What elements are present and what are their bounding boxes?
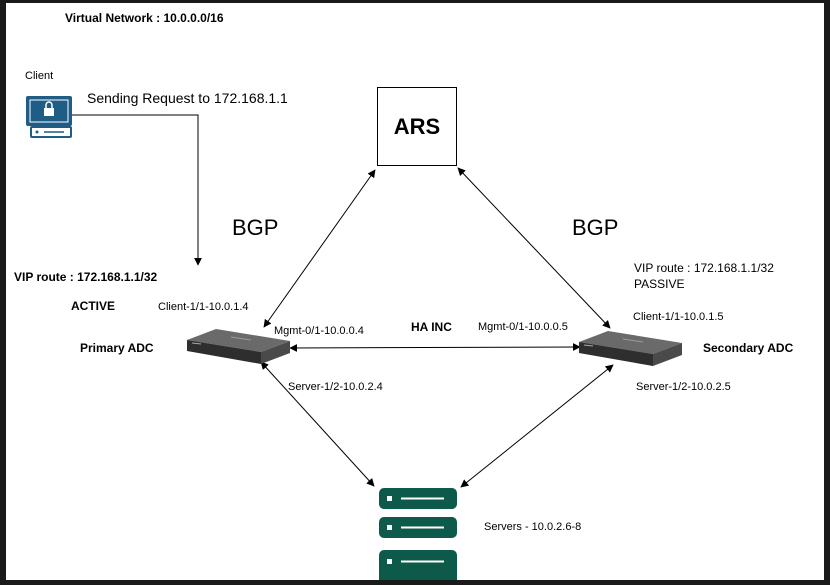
bgp-label-left: BGP	[232, 215, 279, 240]
secondary-state: PASSIVE	[634, 277, 685, 291]
secondary-vip-route: VIP route : 172.168.1.1/32	[634, 261, 774, 275]
server-link-primary	[260, 361, 375, 487]
client-request-arrow	[72, 114, 202, 266]
client-request-label: Sending Request to 172.168.1.1	[87, 90, 288, 106]
ha-label: HA INC	[411, 320, 452, 334]
primary-state: ACTIVE	[71, 299, 116, 313]
virtual-network-title: Virtual Network : 10.0.0.0/16	[65, 11, 224, 25]
ha-link	[289, 343, 581, 352]
server-stack-icon	[379, 488, 457, 580]
primary-server-if: Server-1/2-10.0.2.4	[288, 381, 383, 393]
bgp-link-primary	[263, 169, 376, 328]
secondary-client-if: Client-1/1-10.0.1.5	[633, 311, 724, 323]
secondary-adc-name: Secondary ADC	[703, 341, 794, 355]
ars-box: ARS	[377, 87, 457, 166]
computer-lock-icon	[26, 96, 72, 138]
primary-vip-route: VIP route : 172.168.1.1/32	[14, 270, 158, 284]
secondary-server-if: Server-1/2-10.0.2.5	[636, 381, 731, 393]
primary-mgmt-if: Mgmt-0/1-10.0.0.4	[274, 325, 364, 337]
primary-client-if: Client-1/1-10.0.1.4	[158, 301, 249, 313]
server-link-secondary	[460, 364, 614, 488]
diagram-canvas: Virtual Network : 10.0.0.0/16 Client Sen…	[6, 3, 824, 580]
secondary-adc-device	[579, 331, 682, 366]
primary-adc-device	[187, 329, 290, 364]
bgp-link-secondary	[457, 167, 611, 329]
secondary-mgmt-if: Mgmt-0/1-10.0.0.5	[478, 321, 568, 333]
primary-adc-name: Primary ADC	[80, 341, 154, 355]
ars-label: ARS	[393, 113, 441, 139]
servers-label: Servers - 10.0.2.6-8	[484, 521, 582, 533]
client-label: Client	[25, 70, 54, 82]
connector-lines	[26, 96, 682, 580]
bgp-label-right: BGP	[572, 215, 619, 240]
